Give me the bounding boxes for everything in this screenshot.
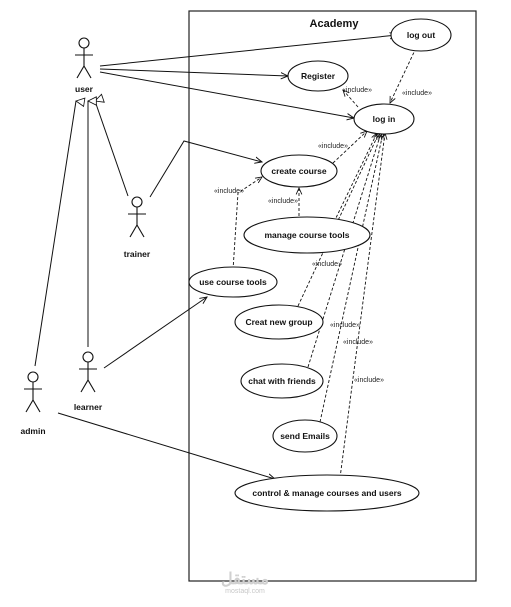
- include-label: «include»: [318, 143, 348, 150]
- include-label: «include»: [214, 188, 244, 195]
- actor-label: learner: [74, 402, 103, 412]
- actor-label: user: [75, 84, 94, 94]
- use-case-send-emails: send Emails: [272, 419, 338, 453]
- watermark: مستقل mostaql.com: [221, 571, 269, 595]
- include-email-login: [319, 133, 383, 423]
- include-label: «include»: [330, 322, 360, 329]
- system-title: Academy: [310, 18, 360, 30]
- use-case-chat-with-friends: chat with friends: [240, 363, 324, 399]
- generalization-trainer-user: [95, 101, 129, 197]
- use-case-label: log in: [373, 114, 396, 124]
- use-case-label: manage course tools: [264, 230, 349, 240]
- use-case-label: send Emails: [280, 431, 330, 441]
- use-case-logout: log out: [390, 18, 452, 52]
- use-case-label: chat with friends: [248, 376, 316, 386]
- use-case-label: Register: [301, 71, 336, 81]
- use-case-manage-course-tools: manage course tools: [243, 216, 371, 254]
- assoc-learner-use-tools: [103, 297, 207, 369]
- generalization-admin-user: [34, 101, 76, 367]
- actor-learner: learner: [74, 351, 103, 412]
- use-case-login: log in: [353, 103, 415, 135]
- stick-figure-icon: [75, 37, 93, 79]
- system-boundary: [188, 10, 477, 582]
- include-control-login: [339, 133, 385, 479]
- stick-figure-icon: [128, 196, 146, 238]
- use-case-label: use course tools: [199, 277, 267, 287]
- use-case-create-course: create course: [260, 154, 338, 188]
- assoc-trainer-create-course: [149, 140, 262, 198]
- use-case-label: control & manage courses and users: [252, 488, 402, 498]
- include-create-login: [332, 131, 367, 164]
- stick-figure-icon: [24, 371, 42, 413]
- actor-trainer: trainer: [124, 196, 151, 259]
- include-labels: «include» «include» «include» «include» …: [214, 87, 432, 384]
- stick-figure-icon: [79, 351, 97, 393]
- associations: [57, 35, 397, 479]
- use-case-creat-new-group: Creat new group: [234, 304, 324, 340]
- actor-label: trainer: [124, 249, 151, 259]
- include-label: «include»: [354, 377, 384, 384]
- include-label: «include»: [312, 261, 342, 268]
- actor-label: admin: [20, 426, 45, 436]
- assoc-user-login: [99, 71, 354, 118]
- use-case-register: Register: [287, 60, 349, 92]
- assoc-user-logout: [99, 35, 397, 67]
- watermark-url: mostaql.com: [225, 588, 265, 595]
- use-case-label: log out: [407, 30, 435, 40]
- include-label: «include»: [268, 198, 298, 205]
- use-case-label: create course: [271, 166, 327, 176]
- include-label: «include»: [342, 87, 372, 94]
- generalizations: [34, 101, 129, 367]
- actor-user: user: [75, 37, 94, 94]
- include-label: «include»: [343, 339, 373, 346]
- use-case-control-manage: control & manage courses and users: [234, 474, 420, 512]
- use-case-use-course-tools: use course tools: [188, 266, 278, 298]
- assoc-user-register: [99, 68, 288, 76]
- assoc-admin-control: [57, 412, 275, 479]
- include-label: «include»: [402, 90, 432, 97]
- include-logout-login: [390, 47, 417, 103]
- include-login-register: [343, 90, 359, 108]
- actor-admin: admin: [20, 371, 46, 436]
- watermark-logo: مستقل: [221, 571, 269, 588]
- use-case-label: Creat new group: [245, 317, 312, 327]
- include-manage-login: [333, 133, 377, 223]
- include-use-create: [232, 177, 262, 271]
